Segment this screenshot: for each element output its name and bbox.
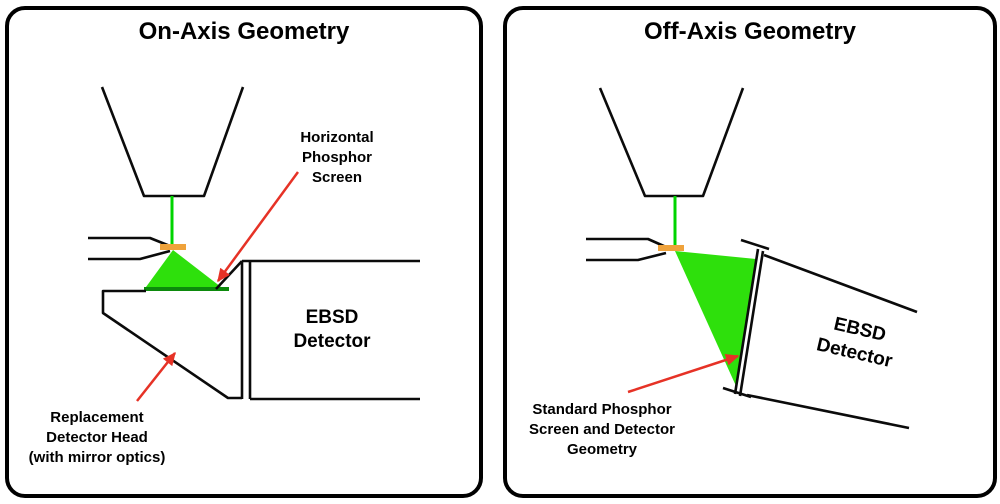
pole-piece-lower-line — [586, 251, 667, 262]
pole-piece-upper-line — [586, 237, 667, 249]
panel-title: On-Axis Geometry — [138, 18, 350, 45]
phosphor-screen-arrow — [216, 171, 300, 283]
beam-aperture-marker — [160, 244, 186, 250]
phosphor-screen-line-1 — [733, 248, 760, 395]
detector-bottom-edge — [746, 393, 910, 430]
screen-bottom-tick — [722, 386, 752, 399]
pole-piece-upper-line — [88, 236, 171, 248]
on-axis-diagram — [88, 86, 420, 402]
beam-aperture-marker — [658, 245, 684, 251]
replacement-head-outline — [101, 289, 242, 400]
signal-cone-shape — [146, 250, 221, 287]
electron-column-outline — [598, 87, 745, 198]
pole-piece-lower-line — [88, 249, 171, 261]
on-axis-panel: On-Axis Geometry Horizontal Phosphor Scr… — [5, 6, 483, 498]
electron-column-outline — [100, 86, 245, 198]
standard-screen-label: Standard Phosphor Screen and Detector Ge… — [529, 401, 675, 458]
phosphor-screen-label: Horizontal Phosphor Screen — [300, 129, 374, 186]
replacement-head-label: Replacement Detector Head (with mirror o… — [28, 409, 166, 466]
signal-cone-shape — [675, 251, 756, 386]
ebsd-detector-label: EBSD Detector — [293, 307, 371, 352]
screen-top-tick — [740, 238, 770, 251]
panel-title: Off-Axis Geometry — [643, 18, 857, 45]
off-axis-panel: Off-Axis Geometry EBSD Detector Standard… — [503, 6, 997, 498]
off-axis-diagram — [586, 87, 918, 430]
replacement-head-arrow — [136, 351, 176, 402]
detector-top-edge — [763, 253, 918, 314]
standard-screen-arrow — [627, 354, 740, 394]
phosphor-screen-line-2 — [738, 250, 765, 397]
